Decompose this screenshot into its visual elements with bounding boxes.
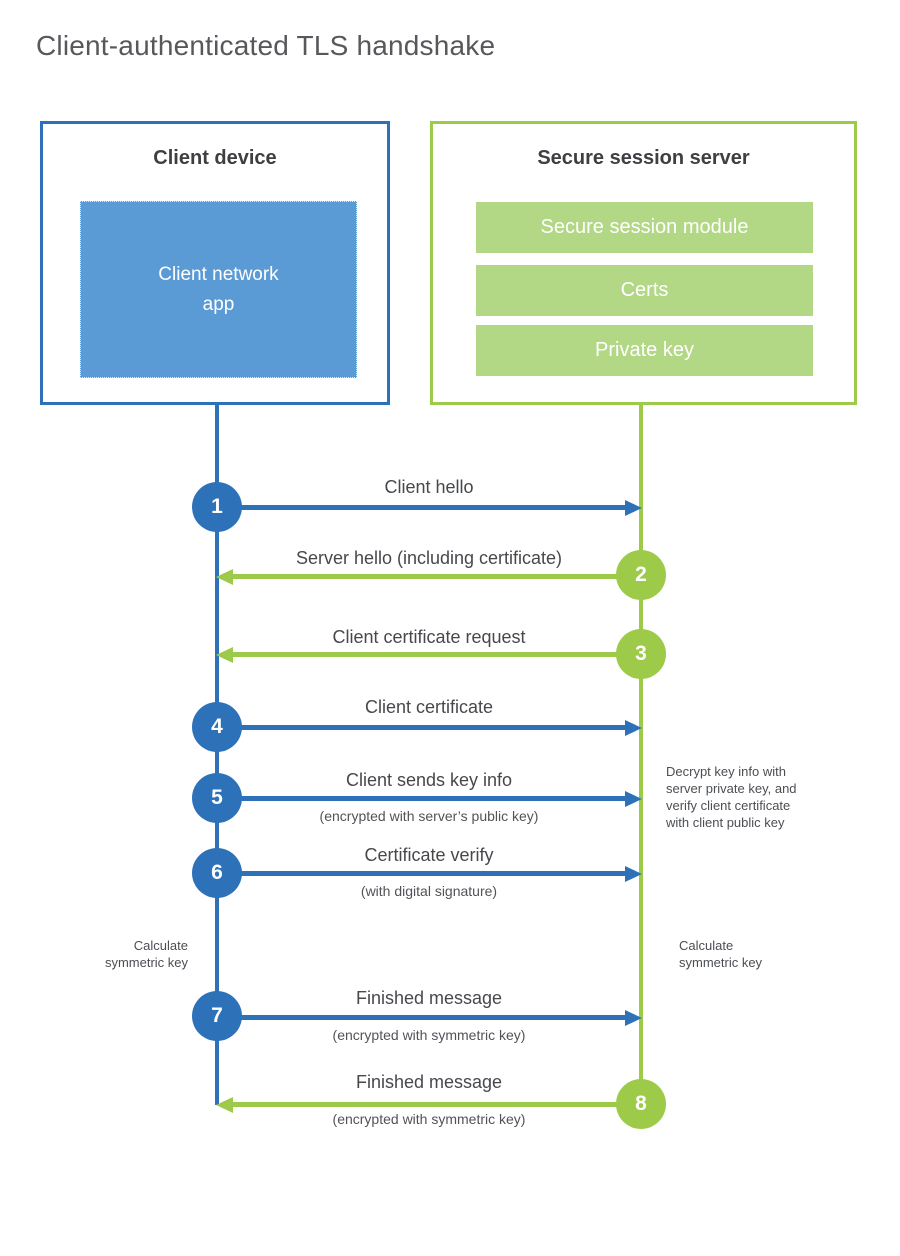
step-5-arrow-right-icon [217, 790, 642, 807]
client-lifeline [215, 405, 219, 1105]
arrow-shaft [229, 574, 641, 579]
arrow-shaft [229, 652, 641, 657]
step-1-arrow-right-icon [217, 499, 642, 516]
calculate-symmetric-key-server-note: Calculate symmetric key [679, 938, 763, 970]
step-7-circle: 7 [192, 991, 242, 1041]
arrowhead-icon [625, 499, 642, 516]
step-2-label: Server hello (including certificate) [295, 548, 563, 568]
arrow-shaft [217, 505, 629, 510]
step-7-sublabel: (encrypted with symmetric key) [332, 1027, 526, 1043]
client-device-title: Client device [153, 147, 277, 169]
step-5-sublabel: (encrypted with server’s public key) [319, 808, 539, 824]
step-8-label: Finished message [355, 1072, 503, 1092]
step-4-label: Client certificate [364, 697, 494, 717]
step-8-sublabel: (encrypted with symmetric key) [332, 1111, 526, 1127]
arrowhead-icon [216, 1096, 233, 1113]
client-network-app-label: Client network app [158, 264, 279, 315]
step-7-label: Finished message [355, 988, 503, 1008]
step-6-circle: 6 [192, 848, 242, 898]
server-private-key-bar: Private key [476, 325, 813, 376]
arrow-shaft [229, 1102, 641, 1107]
step-5-label: Client sends key info [345, 770, 513, 790]
server-certs-bar: Certs [476, 265, 813, 316]
step-6-arrow-right-icon [217, 865, 642, 882]
step-6-label: Certificate verify [364, 845, 494, 865]
step-4-arrow-right-icon [217, 719, 642, 736]
step-8-arrow-left-icon [216, 1096, 641, 1113]
step-5-circle: 5 [192, 773, 242, 823]
arrow-shaft [217, 725, 629, 730]
arrowhead-icon [625, 1009, 642, 1026]
step-3-circle: 3 [616, 629, 666, 679]
secure-session-server-box: Secure session server Secure session mod… [430, 121, 857, 405]
step-7-arrow-right-icon [217, 1009, 642, 1026]
secure-session-server-title: Secure session server [537, 147, 750, 169]
arrowhead-icon [625, 790, 642, 807]
arrowhead-icon [625, 719, 642, 736]
step-6-sublabel: (with digital signature) [360, 883, 498, 899]
client-network-app-box: Client network app [80, 201, 357, 378]
arrowhead-icon [216, 646, 233, 663]
step-2-arrow-left-icon [216, 568, 641, 585]
step-8-circle: 8 [616, 1079, 666, 1129]
arrow-shaft [217, 871, 629, 876]
arrow-shaft [217, 796, 629, 801]
decrypt-key-note: Decrypt key info with server private key… [666, 764, 797, 830]
step-3-arrow-left-icon [216, 646, 641, 663]
server-module-bar: Secure session module [476, 202, 813, 253]
step-3-label: Client certificate request [332, 627, 526, 647]
page-title: Client-authenticated TLS handshake [36, 30, 496, 61]
client-device-box: Client device Client network app [40, 121, 390, 405]
calculate-symmetric-key-client-note: Calculate symmetric key [104, 938, 188, 970]
arrowhead-icon [216, 568, 233, 585]
step-4-circle: 4 [192, 702, 242, 752]
step-1-circle: 1 [192, 482, 242, 532]
server-lifeline [639, 405, 643, 1104]
arrow-shaft [217, 1015, 629, 1020]
step-1-label: Client hello [384, 477, 474, 497]
arrowhead-icon [625, 865, 642, 882]
step-2-circle: 2 [616, 550, 666, 600]
